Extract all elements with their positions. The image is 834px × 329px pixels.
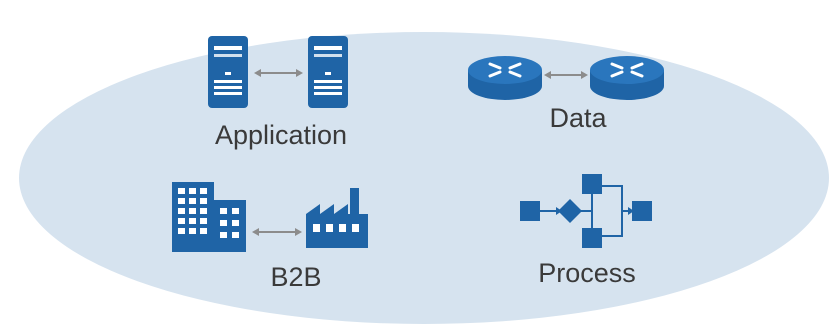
server-icon — [208, 36, 248, 108]
process-flow-icon — [520, 174, 652, 248]
data-label: Data — [549, 103, 607, 133]
double-arrow-icon — [544, 71, 588, 79]
b2b-label: B2B — [270, 262, 322, 292]
background-ellipse — [19, 32, 829, 324]
factory-icon — [306, 188, 368, 248]
double-arrow-icon — [252, 228, 302, 236]
application-label: Application — [214, 120, 348, 150]
process-label: Process — [538, 258, 636, 288]
router-icon — [468, 56, 542, 100]
office-building-icon — [172, 182, 246, 252]
server-icon — [308, 36, 348, 108]
double-arrow-icon — [254, 69, 303, 77]
router-icon — [590, 56, 664, 100]
